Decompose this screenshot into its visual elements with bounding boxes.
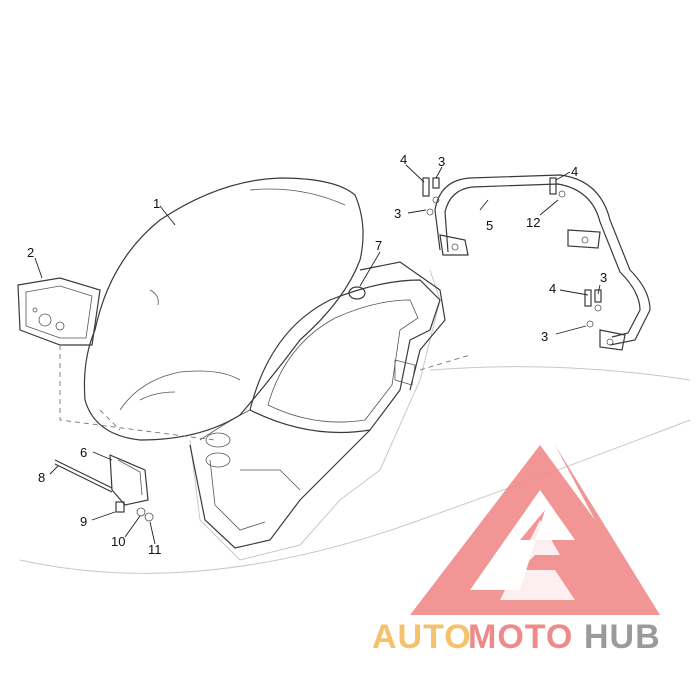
callout-labels: 1 2 7 4 3 3 5 4 12 4 3 3 6 8 9 10 11 <box>27 152 607 557</box>
watermark-auto: AUTO <box>372 618 472 656</box>
callout-7: 7 <box>375 238 382 253</box>
watermark-moto: MOTO <box>468 618 573 656</box>
callout-6: 6 <box>80 445 87 460</box>
rear-cover <box>17 277 101 346</box>
callout-4-top-right: 4 <box>571 164 578 179</box>
storage-compartment <box>189 261 446 549</box>
watermark-text: AUTO MOTO HUB <box>372 618 661 656</box>
callout-4-right: 4 <box>549 281 556 296</box>
scooter-frame-outline <box>19 269 691 574</box>
seat <box>83 177 364 441</box>
callout-4-top-left: 4 <box>400 152 407 167</box>
watermark-logo <box>410 445 660 615</box>
callout-2: 2 <box>27 245 34 260</box>
callout-10: 10 <box>111 534 125 549</box>
callout-9: 9 <box>80 514 87 529</box>
leader-lines <box>34 164 601 545</box>
rubber-grommet <box>348 286 366 300</box>
callout-3-right-top: 3 <box>600 270 607 285</box>
grab-handle <box>434 174 651 351</box>
callout-3-left: 3 <box>394 206 401 221</box>
seat-lock-bracket <box>54 454 154 522</box>
assembly-dashed-lines <box>59 345 471 441</box>
watermark-hub: HUB <box>584 618 661 656</box>
callout-1: 1 <box>153 196 160 211</box>
callout-5: 5 <box>486 218 493 233</box>
callout-12: 12 <box>526 215 540 230</box>
callout-11: 11 <box>148 542 162 557</box>
callout-3-top-left: 3 <box>438 154 445 169</box>
callout-8: 8 <box>38 470 45 485</box>
callout-3-right-bottom: 3 <box>541 329 548 344</box>
